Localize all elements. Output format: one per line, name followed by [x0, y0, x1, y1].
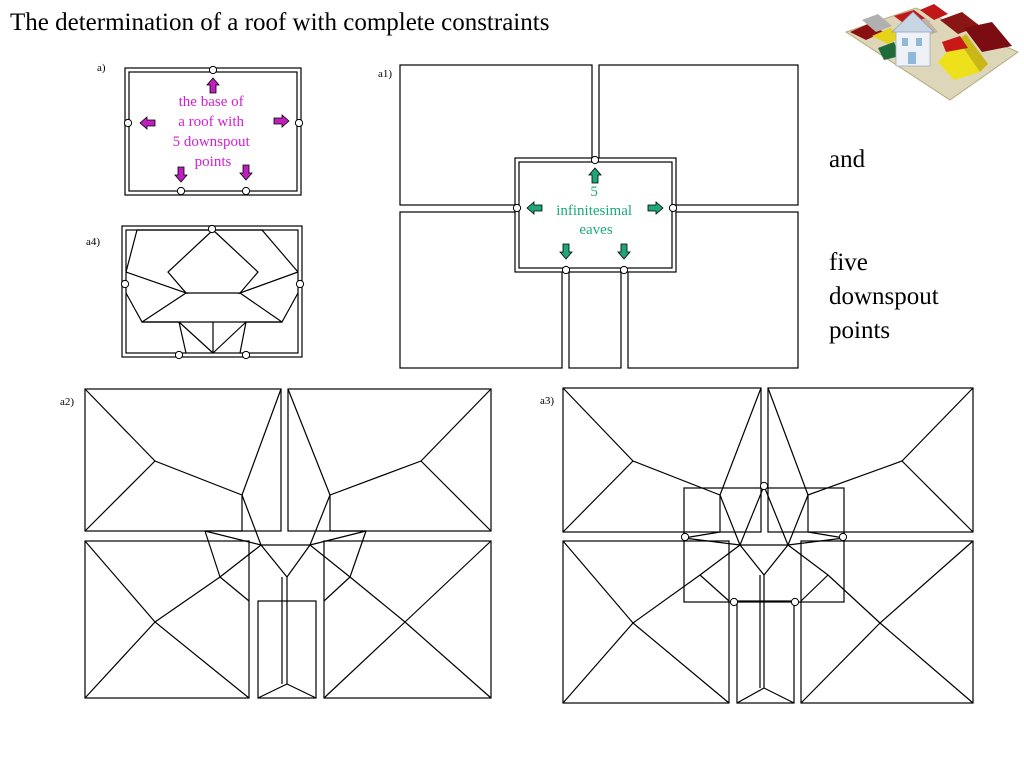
panel-a-downspout-points: [123, 65, 304, 196]
annotation-line: 5: [590, 184, 598, 200]
panel-a4-points: [120, 224, 305, 360]
panel-a-annotation: the base of a roof with 5 downspout poin…: [173, 94, 254, 170]
annotation-line: points: [195, 154, 232, 170]
panel-label-a4: a4): [86, 236, 101, 248]
panel-a4-roof: [121, 225, 303, 358]
side-text-and: and: [829, 146, 866, 173]
annotation-line: infinitesimal: [556, 203, 632, 219]
side-text-five-downspout-points: five downspout points: [829, 249, 939, 344]
panel-label-a2: a2): [60, 396, 75, 408]
panel-label-a: a): [97, 62, 106, 74]
panel-label-a1: a1): [378, 68, 393, 80]
panel-a1-points: [512, 155, 678, 275]
panel-label-a3: a3): [540, 395, 555, 407]
house-with-roofs-illustration: [844, 4, 1020, 101]
panel-a1-annotation: 5 infinitesimal eaves: [556, 184, 636, 238]
annotation-line: the base of: [179, 94, 244, 110]
annotation-line: 5 downspout: [173, 134, 251, 150]
panel-a3-points: [680, 481, 848, 607]
panel-a3-roof: [562, 387, 974, 704]
panel-a2-roof: [84, 388, 492, 699]
page-title: The determination of a roof with complet…: [10, 9, 550, 36]
annotation-line: a roof with: [178, 114, 244, 130]
annotation-line: eaves: [579, 222, 612, 238]
